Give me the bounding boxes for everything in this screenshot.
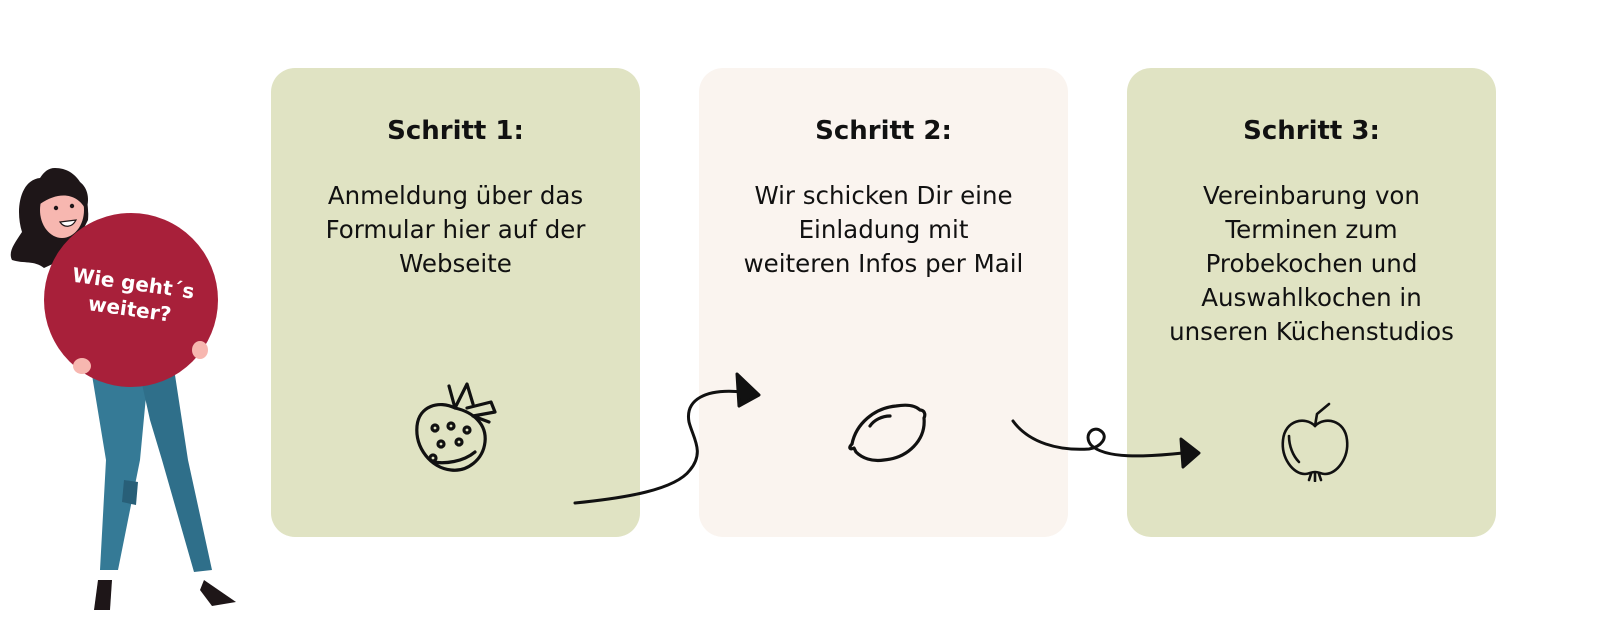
step-card-2: Schritt 2: Wir schicken Dir eine Einladu… xyxy=(699,68,1068,537)
step-3-line-2: Terminen zum xyxy=(1225,215,1398,244)
arrow-step-1-to-2 xyxy=(573,372,761,505)
character-shoe-left xyxy=(94,580,112,610)
step-1-line-2: Formular hier auf der xyxy=(325,215,586,244)
step-3-line-4: Auswahlkochen in xyxy=(1201,283,1422,312)
step-2-description: Wir schicken Dir eine Einladung mit weit… xyxy=(719,179,1048,281)
step-1-title: Schritt 1: xyxy=(387,116,524,146)
apple-icon xyxy=(1281,402,1349,482)
lemon-icon xyxy=(848,403,927,463)
step-2-title: Schritt 2: xyxy=(815,116,952,146)
character-hand-right xyxy=(192,341,208,359)
arrow-step-2-to-3 xyxy=(1011,419,1201,469)
step-1-line-1: Anmeldung über das xyxy=(327,181,584,210)
step-2-line-3: weiteren Infos per Mail xyxy=(743,249,1024,278)
character-shoe-right xyxy=(200,580,236,606)
step-3-line-5: unseren Küchenstudios xyxy=(1169,317,1454,346)
character-fringe xyxy=(36,176,88,210)
strawberry-icon xyxy=(415,382,497,472)
step-card-1: Schritt 1: Anmeldung über das Formular h… xyxy=(271,68,640,537)
step-3-title: Schritt 3: xyxy=(1243,116,1380,146)
step-3-line-3: Probekochen und xyxy=(1205,249,1418,278)
step-3-line-1: Vereinbarung von xyxy=(1203,181,1420,210)
badge-circle xyxy=(44,213,218,387)
step-2-line-1: Wir schicken Dir eine xyxy=(754,181,1013,210)
step-3-description: Vereinbarung von Terminen zum Probekoche… xyxy=(1147,179,1476,349)
character-hand-left xyxy=(73,358,91,374)
character-smile xyxy=(58,219,78,227)
character-illustration: Wie geht´s weiter? xyxy=(10,168,236,610)
step-1-line-3: Webseite xyxy=(399,249,512,278)
character-leg-right xyxy=(140,375,212,572)
step-1-description: Anmeldung über das Formular hier auf der… xyxy=(291,179,620,281)
character-leg-left xyxy=(92,375,148,570)
step-2-line-2: Einladung mit xyxy=(798,215,969,244)
